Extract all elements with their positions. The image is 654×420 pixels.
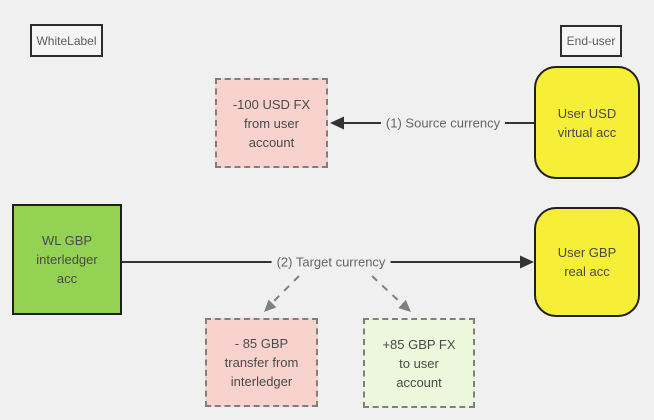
edge-to-gbp-fx-line	[371, 275, 402, 304]
enduser-group-label: End-user	[560, 25, 622, 57]
edge-to-gbp-transfer-arrowhead	[264, 299, 277, 312]
edge-label-source-currency: (1) Source currency	[380, 114, 506, 132]
edge-target-currency-arrowhead	[520, 255, 534, 269]
edge-source-currency-arrowhead	[330, 116, 344, 130]
edge-to-gbp-transfer-line	[272, 275, 300, 303]
enduser-group-label-text: End-user	[566, 34, 616, 48]
whitelabel-group-label-text: WhiteLabel	[36, 33, 97, 48]
edge-to-gbp-fx	[371, 275, 411, 312]
edge-to-gbp-transfer	[264, 275, 300, 312]
edge-to-gbp-fx-arrowhead	[398, 299, 411, 312]
edge-label-target-currency: (2) Target currency	[271, 253, 391, 271]
whitelabel-group-label: WhiteLabel	[30, 24, 103, 57]
